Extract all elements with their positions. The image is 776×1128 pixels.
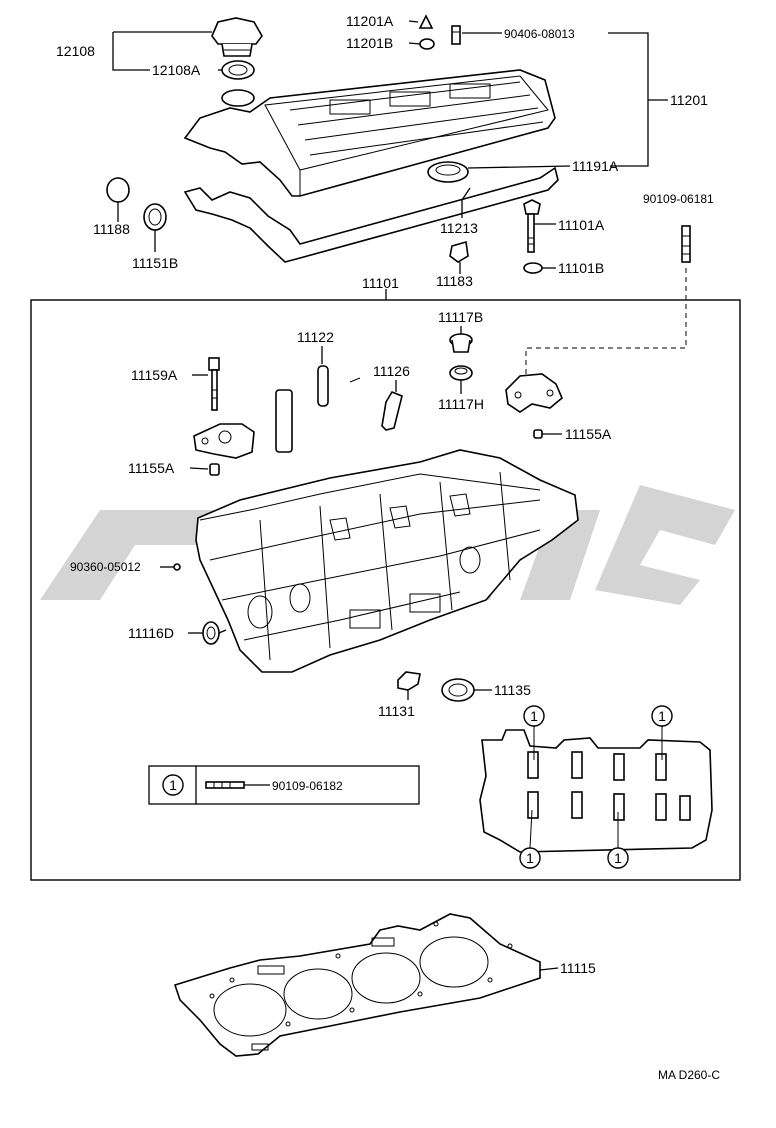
label-11155A-right: 11155A [565, 426, 612, 442]
label-11155A-left: 11155A [128, 460, 175, 476]
seal-11131 [397, 671, 421, 691]
seal-11135 [441, 678, 475, 702]
label-90360-05012: 90360-05012 [70, 560, 141, 574]
cylinder-head-cover [183, 69, 556, 197]
leader-lines [112, 20, 668, 971]
label-11183: 11183 [436, 273, 473, 289]
cover-bolt [451, 25, 461, 45]
plug-11155A-right [533, 429, 543, 439]
filler-cap-gasket [221, 60, 255, 80]
stud-90109-06181 [681, 225, 691, 263]
cover-grommet [418, 14, 435, 50]
bearing-cap-left [193, 423, 255, 459]
stud-link-dashed [525, 268, 687, 376]
label-90406-08013: 90406-08013 [504, 27, 575, 41]
guide-11126 [381, 391, 403, 431]
seal-11117H [449, 365, 473, 381]
camshaft-bearing-cap [505, 373, 563, 413]
label-12108A: 12108A [152, 62, 201, 78]
head-washer-11101B [523, 262, 543, 274]
marker-number-1: 1 [530, 708, 538, 724]
label-11101B: 11101B [558, 260, 604, 276]
label-11101: 11101 [362, 275, 399, 291]
guide-dash [349, 377, 361, 383]
label-11151B: 11151B [132, 255, 178, 271]
legend-stud [205, 781, 245, 789]
plug-11155A-left [209, 463, 220, 476]
part-labels: 12108 12108A 11201A 11201B 90406-08013 1… [56, 13, 720, 1082]
label-90109-06182: 90109-06182 [272, 779, 343, 793]
label-90109-06181: 90109-06181 [643, 192, 714, 206]
label-11101A: 11101A [558, 217, 605, 233]
marker-number-2: 1 [658, 708, 666, 724]
label-11201A: 11201A [346, 13, 394, 29]
cylinder-head [195, 449, 579, 673]
marker-numbers: 1 1 1 1 1 [169, 708, 666, 866]
label-11117H: 11117H [438, 396, 484, 412]
head-cover-gasket [183, 166, 559, 263]
plug-90360-05012 [173, 563, 181, 571]
label-11117B: 11117B [438, 309, 483, 325]
plug-11183 [449, 240, 469, 263]
plug-seal-11188 [106, 177, 130, 203]
label-11115: 11115 [560, 960, 596, 976]
head-top-view [479, 729, 713, 853]
oil-seal-11151B [143, 203, 167, 231]
pin-cylinder [275, 389, 293, 453]
diagram-code: MA D260-C [658, 1068, 720, 1082]
oil-seal-11116D [202, 621, 220, 645]
bolt-11159A [208, 357, 220, 411]
label-11188: 11188 [93, 221, 130, 237]
label-11122: 11122 [297, 329, 334, 345]
marker-number-3: 1 [526, 850, 534, 866]
label-11135: 11135 [494, 682, 531, 698]
spark-plug-tube-gasket [427, 161, 469, 183]
label-11213: 11213 [440, 220, 478, 236]
label-11126: 11126 [373, 363, 410, 379]
label-11131: 11131 [378, 703, 415, 719]
legend-box [148, 765, 420, 805]
label-11201B: 11201B [346, 35, 393, 51]
label-11159A: 11159A [131, 367, 178, 383]
head-gasket-11115 [173, 913, 541, 1057]
plug-11117B [449, 333, 473, 353]
legend-marker-number: 1 [169, 777, 177, 793]
head-bolt-11101A [523, 199, 541, 253]
label-11116D: 11116D [128, 625, 174, 641]
label-11201: 11201 [670, 92, 708, 108]
guide-11122 [317, 365, 329, 407]
legend-marker-circle [162, 774, 184, 796]
marker-number-4: 1 [614, 850, 622, 866]
label-11191A: 11191A [572, 158, 619, 174]
marker-circles [519, 705, 673, 869]
label-12108: 12108 [56, 43, 95, 59]
oil-filler-cap [211, 17, 263, 57]
